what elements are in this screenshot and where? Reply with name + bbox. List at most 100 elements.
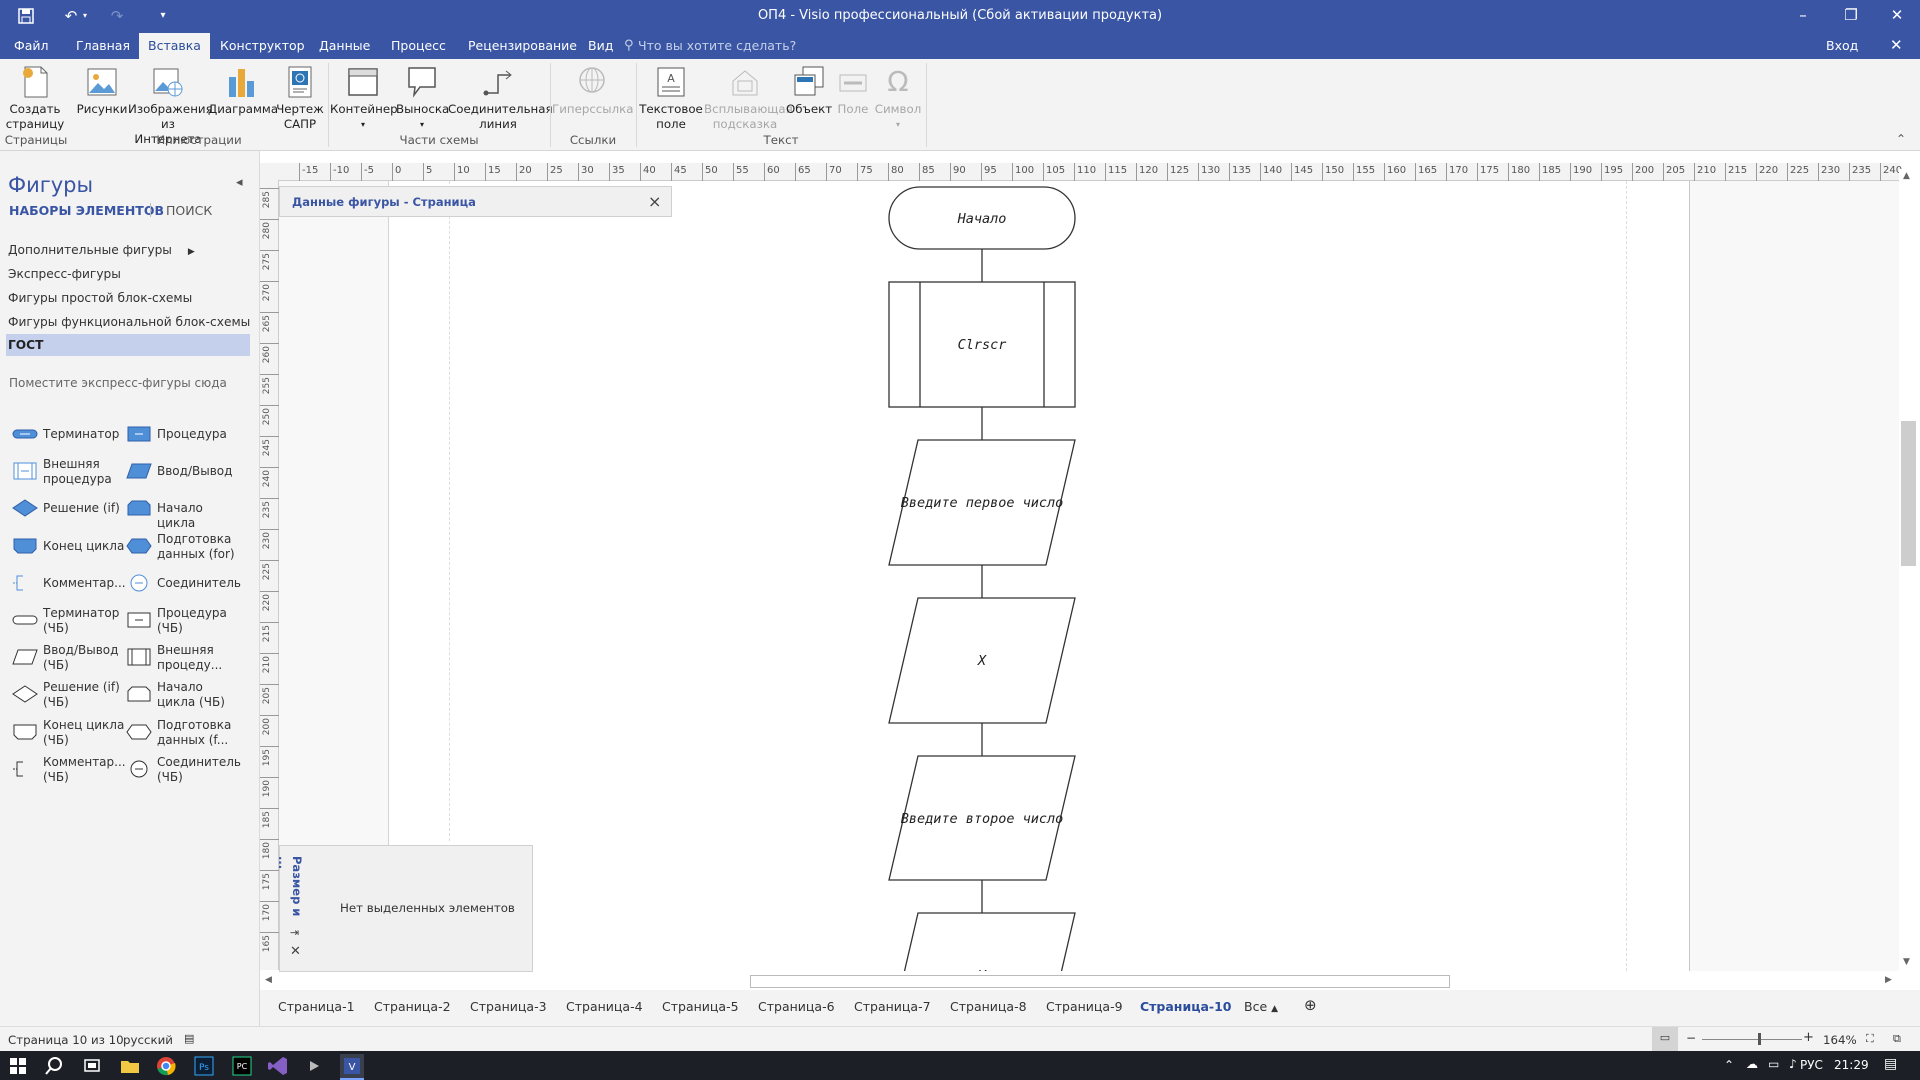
field-button[interactable]: Поле <box>834 61 872 135</box>
page-tab[interactable]: Страница-3 <box>470 999 547 1014</box>
stencil-shape[interactable]: Комментар... (ЧБ) <box>8 752 126 788</box>
stencil-more-shapes[interactable]: Дополнительные фигуры ▶ <box>8 243 195 257</box>
photoshop-icon[interactable]: Ps <box>192 1054 216 1078</box>
zoom-slider-track[interactable] <box>1702 1039 1802 1040</box>
close-icon[interactable]: ✕ <box>290 944 301 959</box>
tab-review[interactable]: Рецензирование <box>468 38 577 53</box>
tab-insert[interactable]: Вставка <box>139 33 210 59</box>
windows-start-icon[interactable] <box>6 1054 30 1078</box>
zoom-slider-thumb[interactable] <box>1758 1033 1761 1045</box>
new-page-button[interactable]: Создать страницу <box>2 61 68 135</box>
file-explorer-icon[interactable] <box>118 1054 142 1078</box>
zoom-in-icon[interactable]: + <box>1803 1030 1814 1045</box>
presentation-mode-icon[interactable]: ▭ <box>1652 1027 1678 1051</box>
hyperlink-button[interactable]: Гиперссылка <box>552 61 634 135</box>
scroll-down-icon[interactable]: ▼ <box>1903 957 1910 967</box>
online-pictures-button[interactable]: Изображения из Интернета <box>128 61 213 146</box>
stencil-basic-flowchart[interactable]: Фигуры простой блок-схемы <box>8 291 193 305</box>
stencil-shape[interactable]: Подготовка данных (f... <box>122 715 237 751</box>
stencil-shape[interactable]: Начало цикла <box>122 491 237 530</box>
flowchart-io-input-y[interactable]: Y <box>889 912 1076 971</box>
flowchart-predefined-process[interactable]: Clrscr <box>888 281 1076 408</box>
network-icon[interactable]: ▭ <box>1768 1057 1780 1071</box>
stencil-shape[interactable]: Процедура (ЧБ) <box>122 603 237 639</box>
stencil-shape[interactable]: Комментар... <box>8 566 126 602</box>
tab-design[interactable]: Конструктор <box>220 38 305 53</box>
cloud-icon[interactable]: ☁ <box>1746 1057 1758 1071</box>
save-icon[interactable] <box>13 4 39 28</box>
add-page-icon[interactable]: ⊕ <box>1304 996 1317 1014</box>
collapse-ribbon-icon[interactable]: ⌃ <box>1896 132 1907 146</box>
volume-icon[interactable]: ♪ <box>1789 1057 1797 1071</box>
page-number[interactable]: Страница 10 из 10 <box>8 1033 124 1047</box>
stencil-shape[interactable]: Соединитель (ЧБ) <box>122 752 241 788</box>
stencil-shape[interactable]: Решение (if) <box>8 491 123 527</box>
sign-in-link[interactable]: Вход <box>1826 38 1859 53</box>
tell-me-search[interactable]: Что вы хотите сделать? <box>638 38 797 53</box>
macro-record-icon[interactable]: ▤ <box>184 1032 195 1045</box>
horizontal-scroll-thumb[interactable] <box>750 975 1450 988</box>
page-tab[interactable]: Страница-6 <box>758 999 835 1014</box>
restore-button[interactable]: ❐ <box>1844 6 1858 24</box>
callout-button[interactable]: Выноска ▾ <box>396 61 449 135</box>
visual-studio-icon[interactable] <box>266 1054 290 1078</box>
scroll-right-icon[interactable]: ▶ <box>1885 975 1892 985</box>
minimize-button[interactable]: – <box>1799 6 1807 24</box>
flowchart-io-prompt1[interactable]: Введите первое число <box>888 439 1076 566</box>
keyboard-language[interactable]: РУС <box>1800 1058 1823 1072</box>
chart-button[interactable]: Диаграмма <box>208 61 278 135</box>
stencil-shape[interactable]: Ввод/Вывод (ЧБ) <box>8 640 123 676</box>
tab-stencils[interactable]: НАБОРЫ ЭЛЕМЕНТОВ <box>9 203 164 218</box>
page-tab[interactable]: Страница-7 <box>854 999 931 1014</box>
stencil-shape[interactable]: Процедура <box>122 417 237 453</box>
object-button[interactable]: Объект <box>786 61 832 135</box>
tab-file[interactable]: Файл <box>14 38 49 53</box>
page-tab[interactable]: Страница-8 <box>950 999 1027 1014</box>
tab-view[interactable]: Вид <box>588 38 614 53</box>
undo-dropdown-icon[interactable]: ▾ <box>82 11 87 20</box>
stencil-shape[interactable]: Внешняя процеду... <box>122 640 237 676</box>
symbol-button[interactable]: Ω Символ ▾ <box>872 61 924 135</box>
language-indicator[interactable]: русский <box>123 1033 173 1047</box>
pictures-button[interactable]: Рисунки <box>76 61 128 135</box>
all-pages-button[interactable]: Все ▲ <box>1244 999 1278 1014</box>
drawing-canvas[interactable]: Начало Clrscr Введите первое число X Вве… <box>279 181 1900 971</box>
stencil-shape[interactable]: Конец цикла <box>8 529 124 565</box>
close-button[interactable]: ✕ <box>1890 6 1904 24</box>
search-icon[interactable] <box>42 1054 66 1078</box>
stencil-shape[interactable]: Внешняя процедура <box>8 454 123 490</box>
undo-icon[interactable]: ↶ <box>64 7 78 25</box>
zoom-out-icon[interactable]: − <box>1686 1031 1697 1045</box>
clock[interactable]: 21:29 <box>1834 1058 1869 1072</box>
page-tab[interactable]: Страница-5 <box>662 999 739 1014</box>
tray-expand-icon[interactable]: ⌃ <box>1724 1058 1735 1072</box>
flowchart-io-prompt2[interactable]: Введите второе число <box>888 755 1076 881</box>
stencil-shape[interactable]: Решение (if) (ЧБ) <box>8 677 123 713</box>
vertical-scroll-thumb[interactable] <box>1901 421 1916 566</box>
fit-page-icon[interactable]: ⛶ <box>1866 1032 1874 1045</box>
page-tab[interactable]: Страница-4 <box>566 999 643 1014</box>
close-document-icon[interactable]: ✕ <box>1890 36 1903 54</box>
close-icon[interactable]: × <box>648 192 662 211</box>
screentip-button[interactable]: Всплывающая подсказка <box>704 61 793 135</box>
tab-search[interactable]: ПОИСК <box>166 203 213 218</box>
customize-toolbar-icon[interactable]: ▾ <box>160 10 166 21</box>
redo-icon[interactable]: ↷ <box>110 7 124 25</box>
scroll-left-icon[interactable]: ◀ <box>265 975 272 985</box>
task-view-icon[interactable] <box>80 1054 104 1078</box>
zoom-level[interactable]: 164% <box>1823 1033 1857 1047</box>
stencil-shape[interactable]: Терминатор (ЧБ) <box>8 603 123 639</box>
stencil-cross-functional[interactable]: Фигуры функциональной блок-схемы <box>8 315 251 329</box>
pycharm-icon[interactable]: PC <box>230 1054 254 1078</box>
scroll-up-icon[interactable]: ▲ <box>1903 171 1910 181</box>
collapse-pane-icon[interactable]: ◂ <box>236 175 243 190</box>
stencil-shape[interactable]: Начало цикла (ЧБ) <box>122 677 237 713</box>
visio-icon[interactable]: V <box>340 1054 364 1078</box>
flowchart-io-input-x[interactable]: X <box>888 597 1076 724</box>
cad-drawing-button[interactable]: Чертеж САПР <box>276 61 324 135</box>
notifications-icon[interactable]: ▤ <box>1884 1056 1898 1072</box>
page-tab-active[interactable]: Страница-10 <box>1140 999 1232 1014</box>
pin-icon[interactable]: ⇥ <box>290 926 300 939</box>
